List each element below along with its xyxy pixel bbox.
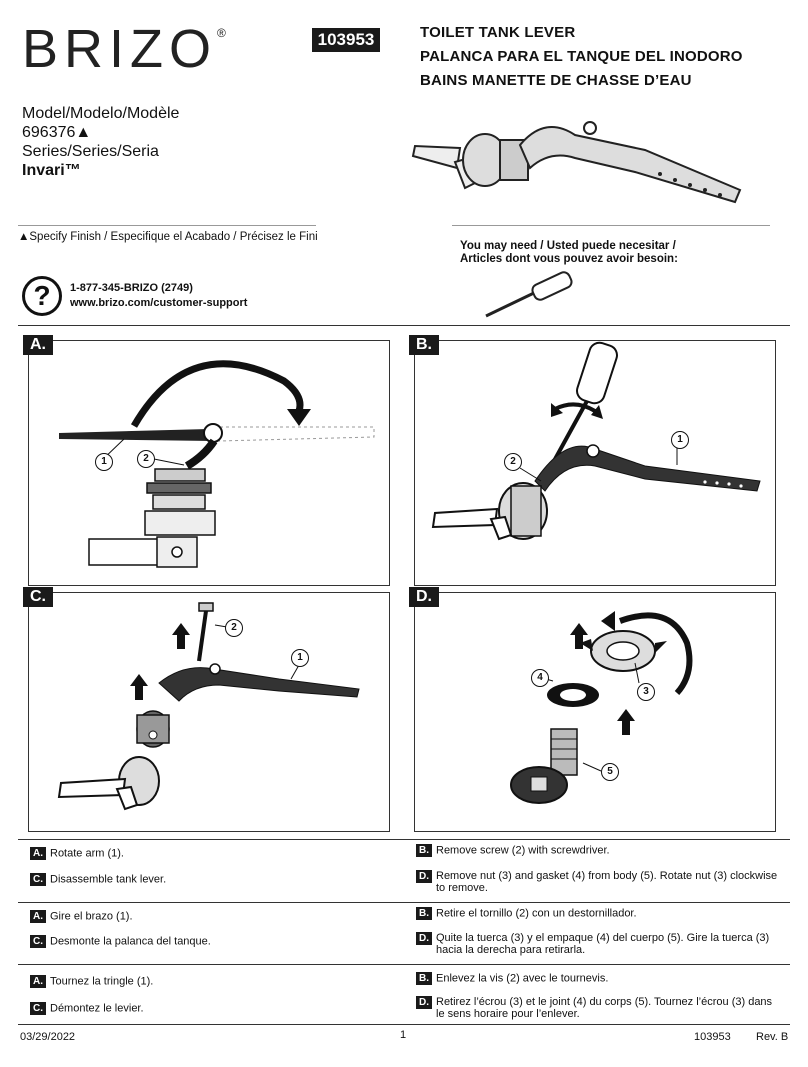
step-panel-c: C. 2 1 xyxy=(23,587,390,832)
footer-date: 03/29/2022 xyxy=(20,1031,76,1043)
brand-logo: BRIZO® xyxy=(22,19,226,79)
specify-finish-note: ▲Specify Finish / Especifique el Acabado… xyxy=(18,231,318,243)
title-spanish: PALANCA PARA EL TANQUE DEL INODORO xyxy=(420,48,743,65)
callout-4: 4 xyxy=(531,669,549,687)
footer-divider xyxy=(18,1024,790,1025)
document-number-badge: 103953 xyxy=(312,28,380,52)
title-english: TOILET TANK LEVER xyxy=(420,24,576,41)
title-french: BAINS MANETTE DE CHASSE D’EAU xyxy=(420,72,692,89)
step-tag-b: B. xyxy=(409,335,439,355)
instruction-fr-b: B.Enlevez la vis (2) avec le tournevis. xyxy=(416,972,780,985)
instruction-en-d: D.Remove nut (3) and gasket (4) from bod… xyxy=(416,870,780,894)
tools-needed-line-2: Articles dont vous pouvez avoir besoin: xyxy=(460,253,678,265)
instruction-en-c: C.Disassemble tank lever. xyxy=(30,873,390,886)
divider xyxy=(452,225,770,226)
step-tag-a: A. xyxy=(23,335,53,355)
callout-1: 1 xyxy=(291,649,309,667)
footer-revision: Rev. B xyxy=(756,1031,789,1043)
instruction-es-c: C.Desmonte la palanca del tanque. xyxy=(30,935,390,948)
instruction-es-a: A.Gire el brazo (1). xyxy=(30,910,390,923)
support-phone[interactable]: 1-877-345-BRIZO (2749) xyxy=(70,282,193,294)
step-tag-d: D. xyxy=(409,587,439,607)
model-label: Model/Modelo/Modèle xyxy=(22,105,180,122)
model-number: 696376▲ xyxy=(22,124,92,141)
step-tag-c: C. xyxy=(23,587,53,607)
instruction-fr-a: A.Tournez la tringle (1). xyxy=(30,975,390,988)
callout-3: 3 xyxy=(637,683,655,701)
series-name: Invari™ xyxy=(22,162,81,179)
instruction-en-b: B.Remove screw (2) with screwdriver. xyxy=(416,844,780,857)
step-d-illustration xyxy=(510,611,693,804)
step-b-illustration xyxy=(431,341,761,541)
step-panel-a: A. 1 2 xyxy=(23,335,390,586)
footer-doc-number: 103953 xyxy=(694,1031,731,1043)
divider xyxy=(18,225,316,226)
footer-page-number: 1 xyxy=(400,1029,407,1041)
series-label: Series/Series/Seria xyxy=(22,143,159,160)
divider xyxy=(18,902,790,903)
callout-5: 5 xyxy=(601,763,619,781)
instruction-es-b: B.Retire el tornillo (2) con un destorni… xyxy=(416,907,780,920)
step-panel-b: B. 2 1 xyxy=(409,335,776,586)
callout-1: 1 xyxy=(95,453,113,471)
step-c-illustration xyxy=(57,602,360,811)
step-panel-d: D. 4 3 5 xyxy=(409,587,776,832)
callout-2: 2 xyxy=(225,619,243,637)
instruction-fr-d: D.Retirez l’écrou (3) et le joint (4) du… xyxy=(416,996,780,1020)
product-illustration xyxy=(411,121,742,204)
instruction-es-d: D.Quite la tuerca (3) y el empaque (4) d… xyxy=(416,932,780,956)
divider xyxy=(18,839,790,840)
question-icon: ? xyxy=(22,276,62,316)
tools-needed-line-1: You may need / Usted puede necesitar / xyxy=(460,240,676,252)
callout-1: 1 xyxy=(671,431,689,449)
instruction-en-a: A.Rotate arm (1). xyxy=(30,847,390,860)
divider xyxy=(18,964,790,965)
header-divider xyxy=(18,325,790,326)
support-url[interactable]: www.brizo.com/customer-support xyxy=(70,297,248,309)
step-a-illustration xyxy=(59,360,375,568)
callout-2: 2 xyxy=(504,453,522,471)
instruction-fr-c: C.Démontez le levier. xyxy=(30,1002,390,1015)
screwdriver-icon xyxy=(485,271,573,318)
callout-2: 2 xyxy=(137,450,155,468)
